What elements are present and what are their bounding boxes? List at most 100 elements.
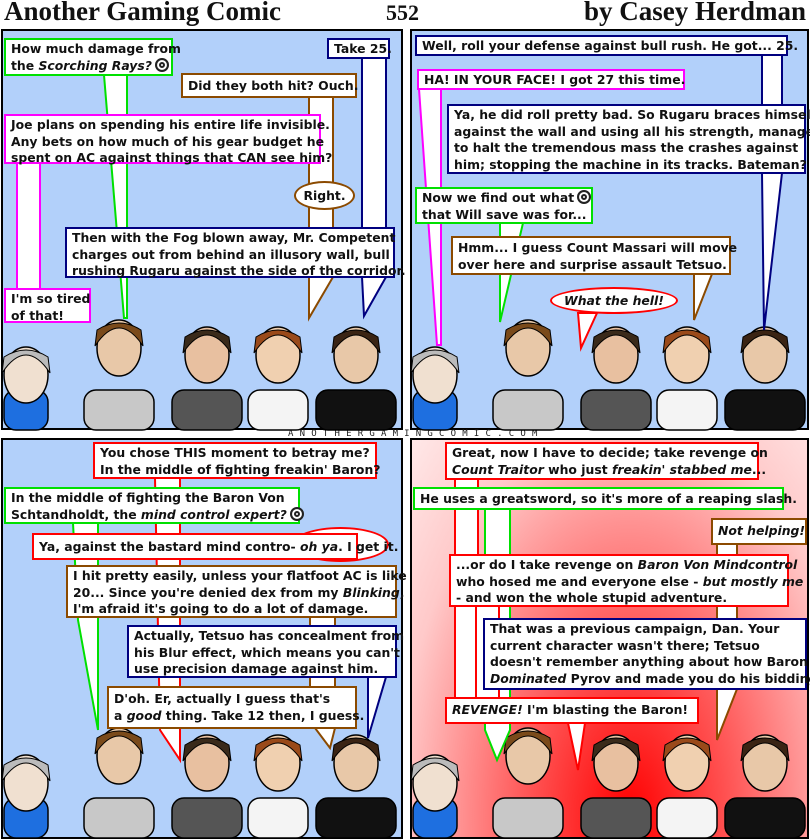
- speech-balloon-navy: Take 25.: [327, 38, 392, 59]
- balloon-line: Did they both hit? Ouch.: [188, 78, 358, 95]
- balloon-line: REVENGE! I'm blasting the Baron!: [452, 702, 692, 719]
- balloon-line: doesn't remember anything about how Baro…: [490, 654, 808, 671]
- balloon-text-italic: Count Traitor: [452, 461, 544, 477]
- balloon-text: 20... Since you're denied dex from my: [73, 584, 343, 600]
- balloon-line: I'm so tired: [11, 291, 90, 308]
- balloon-text: him; stopping the machine in its tracks.…: [454, 156, 807, 172]
- balloon-text: of that!: [11, 307, 64, 323]
- balloon-line: Any bets on how much of his gear budget …: [11, 134, 324, 151]
- balloon-text: who hosed me and everyone else -: [456, 573, 703, 589]
- balloon-line: current character wasn't there; Tetsuo: [490, 638, 800, 655]
- balloon-text: Right.: [303, 188, 346, 203]
- speech-balloon-navy: Well, roll your defense against bull rus…: [415, 35, 798, 56]
- speech-balloon-red: Ya, against the bastard mind contro- oh …: [32, 533, 398, 560]
- balloon-line: 20... Since you're denied dex from my Bl…: [73, 584, 404, 602]
- balloon-text: against the wall and using all his stren…: [454, 123, 810, 139]
- balloon-line: who hosed me and everyone else - but mos…: [456, 573, 803, 591]
- balloon-text: I hit pretty easily, unless your flatfoo…: [73, 568, 407, 583]
- speech-balloon-red: You chose THIS moment to betray me?In th…: [93, 442, 380, 479]
- thought-gear-icon: [154, 57, 169, 72]
- balloon-line: How much damage from: [11, 41, 181, 58]
- balloon-line: charges out from behind an illusory wall…: [72, 246, 390, 264]
- comic-number: 552: [386, 0, 419, 25]
- thought-gear-icon: [289, 506, 304, 521]
- balloon-text: spent on AC against things that CAN see …: [11, 150, 333, 165]
- balloon-text: thing. Take 12 then, I guess.: [161, 707, 365, 723]
- speech-balloon-green: He uses a greatsword, so it's more of a …: [413, 487, 797, 510]
- balloon-line: Well, roll your defense against bull rus…: [422, 38, 798, 55]
- balloon-text: Great, now I have to decide; take reveng…: [452, 445, 768, 460]
- balloon-text: use precision damage against him.: [134, 661, 379, 676]
- balloon-text: charges out from behind an illusory wall…: [72, 246, 390, 262]
- speech-balloon-red: What the hell!: [550, 287, 678, 314]
- balloon-line: I'm afraid it's going to do a lot of dam…: [73, 601, 390, 618]
- balloon-line: HA! IN YOUR FACE! I got 27 this time.: [424, 72, 685, 89]
- balloon-text: doesn't remember anything about how Baro…: [490, 654, 808, 669]
- speech-balloon-brown: Not helping!: [711, 518, 807, 545]
- balloon-text-italic: Scorching Rays?: [38, 57, 152, 73]
- speech-balloon-brown: Hmm... I guess Count Massari will move ov…: [451, 236, 737, 275]
- speech-balloon-brown: Right.: [294, 181, 355, 210]
- balloon-line: Take 25.: [334, 41, 392, 58]
- balloon-text: a: [114, 707, 127, 723]
- balloon-text: Did they both hit? Ouch.: [188, 78, 359, 93]
- balloon-line: In the middle of fighting the Baron Von: [11, 490, 293, 507]
- speech-balloon-navy: Then with the Fog blown away, Mr. Compet…: [65, 227, 406, 280]
- balloon-text-italic: oh ya: [299, 539, 339, 554]
- balloon-line: In the middle of fighting freakin' Baron…: [100, 462, 380, 479]
- balloon-text-italic: Dominated: [490, 670, 567, 686]
- balloon-text: to halt the tremendous mass the crashes …: [454, 140, 799, 155]
- balloon-line: of that!: [11, 308, 84, 325]
- balloon-line: that Will save was for...: [422, 207, 586, 224]
- balloon-text: who just: [543, 461, 612, 477]
- balloon-line: rushing Rugaru against the side of the c…: [72, 263, 406, 280]
- balloon-text: I'm afraid it's going to do a lot of dam…: [73, 601, 369, 616]
- thought-gear-icon: [577, 190, 592, 204]
- balloon-text-italic: freakin' stabbed me: [611, 461, 752, 477]
- balloon-line: Joe plans on spending his entire life in…: [11, 117, 330, 134]
- speech-balloon-magenta: HA! IN YOUR FACE! I got 27 this time.: [417, 69, 685, 90]
- balloon-line: against the wall and using all his stren…: [454, 124, 810, 141]
- balloon-text: I'm so tired: [11, 291, 91, 306]
- balloon-text: Actually, Tetsuo has concealment from: [134, 628, 405, 643]
- balloon-line: Hmm... I guess Count Massari will move: [458, 240, 737, 257]
- balloon-line: Not helping!: [718, 523, 805, 540]
- balloon-line: He uses a greatsword, so it's more of a …: [420, 491, 797, 508]
- balloon-text: Ya, he did roll pretty bad. So Rugaru br…: [454, 107, 810, 122]
- balloon-line: Then with the Fog blown away, Mr. Compet…: [72, 230, 395, 247]
- speech-balloon-navy: Ya, he did roll pretty bad. So Rugaru br…: [447, 104, 810, 174]
- balloon-line: use precision damage against him.: [134, 661, 390, 678]
- balloon-line: a good thing. Take 12 then, I guess.: [114, 707, 364, 725]
- balloon-line: I hit pretty easily, unless your flatfoo…: [73, 568, 407, 585]
- balloon-text: the: [11, 57, 39, 73]
- balloon-text: How much damage from: [11, 41, 181, 56]
- balloon-text: his Blur effect, which means you can't: [134, 644, 400, 660]
- balloon-line: Right.: [301, 188, 348, 205]
- balloon-line: over here and surprise assault Tetsuo.: [458, 257, 727, 274]
- balloon-text: Hmm... I guess Count Massari will move: [458, 240, 738, 255]
- balloon-text: Schtandholdt, the: [11, 506, 141, 522]
- comic-byline: by Casey Herdman: [584, 0, 806, 26]
- balloon-text-italic: REVENGE!: [452, 702, 523, 717]
- balloon-line: to halt the tremendous mass the crashes …: [454, 140, 799, 157]
- balloon-line: What the hell!: [557, 293, 671, 310]
- balloon-text-italic: Blinking: [342, 584, 400, 600]
- speech-balloon-magenta: Joe plans on spending his entire life in…: [4, 114, 332, 167]
- balloon-text-italic: What the hell!: [564, 293, 664, 308]
- balloon-line: Great, now I have to decide; take reveng…: [452, 445, 768, 462]
- balloon-text: In the middle of fighting freakin' Baron…: [100, 461, 381, 477]
- speech-balloon-red: Great, now I have to decide; take reveng…: [445, 442, 768, 480]
- balloon-text: that Will save was for...: [422, 206, 587, 222]
- balloon-line: spent on AC against things that CAN see …: [11, 150, 332, 167]
- balloon-line: That was a previous campaign, Dan. Your: [490, 621, 800, 638]
- balloon-line: Ya, against the bastard mind contro- oh …: [39, 539, 398, 556]
- balloon-line: Dominated Pyrov and made you do his bidd…: [490, 670, 810, 688]
- balloon-text-italic: good: [126, 707, 162, 723]
